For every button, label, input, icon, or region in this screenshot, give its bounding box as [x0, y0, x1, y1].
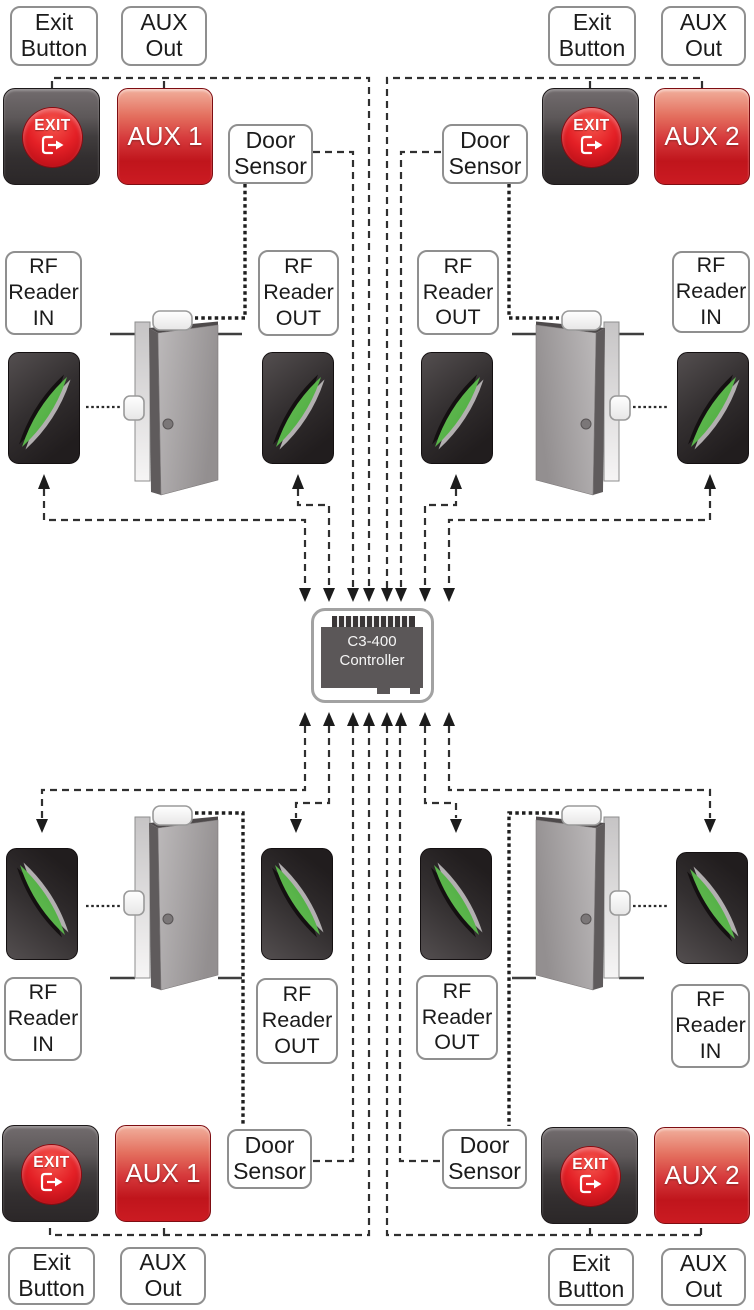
exit-door-icon — [40, 1172, 62, 1192]
wire-rf-out-bottom-right — [423, 726, 458, 818]
door-knob — [580, 913, 592, 925]
rf-reader-in-device-bottom-right — [676, 852, 748, 964]
arrowheads — [36, 474, 716, 833]
controller-chip — [321, 616, 423, 694]
door-graphic-top-left — [110, 310, 242, 496]
door-top-sensor — [152, 310, 193, 331]
aux1-output-device-bottom: AUX 1 — [115, 1125, 211, 1222]
exit-button-device-bottom-right: EXIT — [541, 1127, 638, 1224]
door-top-sensor — [561, 310, 602, 331]
rf-reader-in-device-bottom-left — [6, 848, 78, 960]
door-knob — [162, 913, 174, 925]
aux1-output-device-top: AUX 1 — [117, 88, 213, 185]
reader-leaf — [22, 377, 67, 447]
door-graphic-top-right — [512, 310, 644, 496]
exit-door-icon — [41, 135, 63, 155]
exit-button-red-circle: EXIT — [562, 108, 621, 167]
wire-rf-in-bottom-left — [40, 726, 307, 818]
door-latch — [123, 395, 145, 421]
reader-leaf — [20, 865, 65, 935]
rf-reader-out-device-top-left — [262, 352, 334, 464]
rf-reader-in-device-top-right — [677, 352, 749, 464]
rf-reader-out-device-bottom-left — [261, 848, 333, 960]
wire-rf-in-top-left — [42, 489, 307, 588]
rf-reader-out-device-bottom-right — [420, 848, 492, 960]
door-graphic-bottom-right — [512, 805, 644, 991]
wire-exit-aux-top-right — [385, 76, 704, 588]
dotted-sensor-top-left — [195, 184, 247, 320]
exit-button-device-top-right: EXIT — [542, 88, 639, 185]
wire-rf-out-top-right — [423, 489, 458, 588]
reader-leaf — [275, 865, 320, 935]
controller-label: C3-400 Controller — [339, 633, 405, 669]
wire-door-sensor-top-left — [313, 150, 355, 588]
wire-rf-in-bottom-right — [447, 726, 712, 818]
door-knob — [162, 418, 174, 430]
door-graphic-bottom-left — [110, 805, 242, 991]
aux2-output-device-top: AUX 2 — [654, 88, 750, 185]
wire-rf-out-top-left — [296, 489, 331, 588]
reader-leaf — [691, 377, 736, 447]
exit-button-red-circle: EXIT — [23, 108, 82, 167]
wire-rf-out-bottom-left — [294, 726, 331, 818]
reader-leaf — [690, 869, 735, 939]
wire-rf-in-top-right — [447, 489, 712, 588]
door-latch — [609, 395, 631, 421]
reader-leaf — [435, 377, 480, 447]
rf-reader-in-device-top-left — [8, 352, 80, 464]
rf-reader-out-device-top-right — [421, 352, 493, 464]
exit-button-device-top-left: EXIT — [3, 88, 100, 185]
dotted-sensor-bottom-left — [195, 811, 245, 1126]
door-latch — [609, 890, 631, 916]
controller: C3-400 Controller — [311, 608, 434, 703]
wire-exit-aux-top-left — [50, 76, 371, 588]
exit-button-red-circle: EXIT — [22, 1145, 81, 1204]
wire-door-sensor-bottom-left — [313, 726, 355, 1163]
door-knob — [580, 418, 592, 430]
exit-button-device-bottom-left: EXIT — [2, 1125, 99, 1222]
dotted-sensor-bottom-right — [507, 811, 559, 1126]
reader-leaf — [434, 865, 479, 935]
wire-exit-aux-bottom-right — [385, 726, 703, 1237]
aux2-output-device-bottom: AUX 2 — [654, 1127, 750, 1224]
dotted-sensor-top-right — [507, 184, 559, 320]
exit-door-icon — [579, 1174, 601, 1194]
reader-leaf — [276, 377, 321, 447]
wire-door-sensor-top-right — [399, 150, 441, 588]
exit-button-red-circle: EXIT — [561, 1147, 620, 1206]
door-top-sensor — [152, 805, 193, 826]
exit-door-icon — [580, 135, 602, 155]
door-latch — [123, 890, 145, 916]
door-top-sensor — [561, 805, 602, 826]
wire-exit-aux-bottom-left — [48, 726, 371, 1237]
wire-door-sensor-bottom-right — [398, 726, 441, 1163]
